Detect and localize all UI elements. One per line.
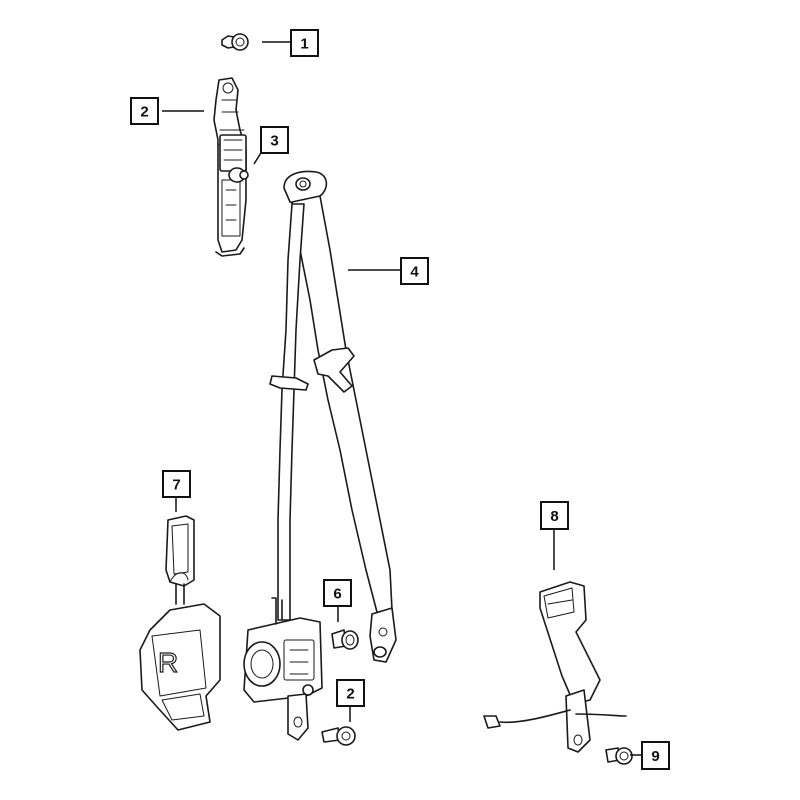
callout-2-top-label: 1 <box>300 36 308 53</box>
callout-9-label: 9 <box>651 748 659 765</box>
callout-8: 8 <box>540 501 569 530</box>
bolt-part-9 <box>605 747 633 765</box>
callout-6: 6 <box>323 579 352 607</box>
bolt-part-2-bottom <box>321 726 356 746</box>
callout-8-label: 8 <box>550 508 558 525</box>
callout-6-label: 6 <box>333 586 341 603</box>
callout-4-label: 4 <box>410 264 419 281</box>
callout-2-bottom-label: 2 <box>346 686 354 703</box>
callout-3: 3 <box>260 126 289 154</box>
callout-7-label: 7 <box>172 477 180 494</box>
callout-9: 9 <box>641 741 670 770</box>
callout-2-bottom: 2 <box>336 679 365 707</box>
bolt-part-6 <box>331 629 359 650</box>
height-adjuster-part-1 <box>213 77 247 257</box>
callout-7: 7 <box>162 470 191 498</box>
retractor-cover-part-7: R <box>139 515 221 731</box>
buckle-part-8 <box>483 581 627 753</box>
adjuster-knob-part-3 <box>228 167 249 183</box>
seat-belt-assembly-part-4 <box>243 170 397 741</box>
callout-1: 2 <box>130 97 159 125</box>
callout-3-label: 3 <box>270 133 278 150</box>
callout-1-label: 2 <box>140 104 148 121</box>
callout-2-top: 1 <box>290 29 319 57</box>
bolt-part-2-top <box>221 33 249 51</box>
callout-4: 4 <box>400 257 429 285</box>
cover-letter: R <box>158 647 178 678</box>
